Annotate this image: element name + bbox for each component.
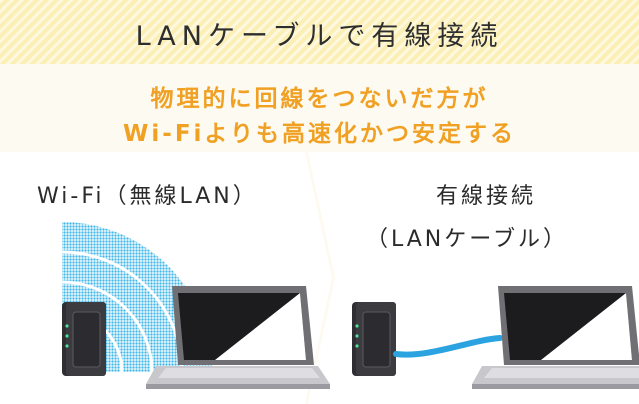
- wired-label: 有線接続: [436, 184, 537, 209]
- laptop-icon: [472, 286, 639, 389]
- router-icon: [62, 302, 106, 376]
- subtitle-line-1: 物理的に回線をつないだ方が: [150, 86, 489, 112]
- wifi-label: Wi-Fi（無線LAN）: [37, 184, 258, 209]
- lan-cable-icon: [393, 335, 503, 358]
- subtitle-line-2: Wi-Fiよりも高速化かつ安定する: [123, 121, 516, 147]
- page-title: LANケーブルで有線接続: [135, 21, 504, 52]
- lan-cable-label: （LANケーブル）: [366, 227, 568, 252]
- router-icon: [352, 302, 396, 376]
- title-band: [0, 0, 639, 64]
- laptop-icon: [146, 286, 330, 389]
